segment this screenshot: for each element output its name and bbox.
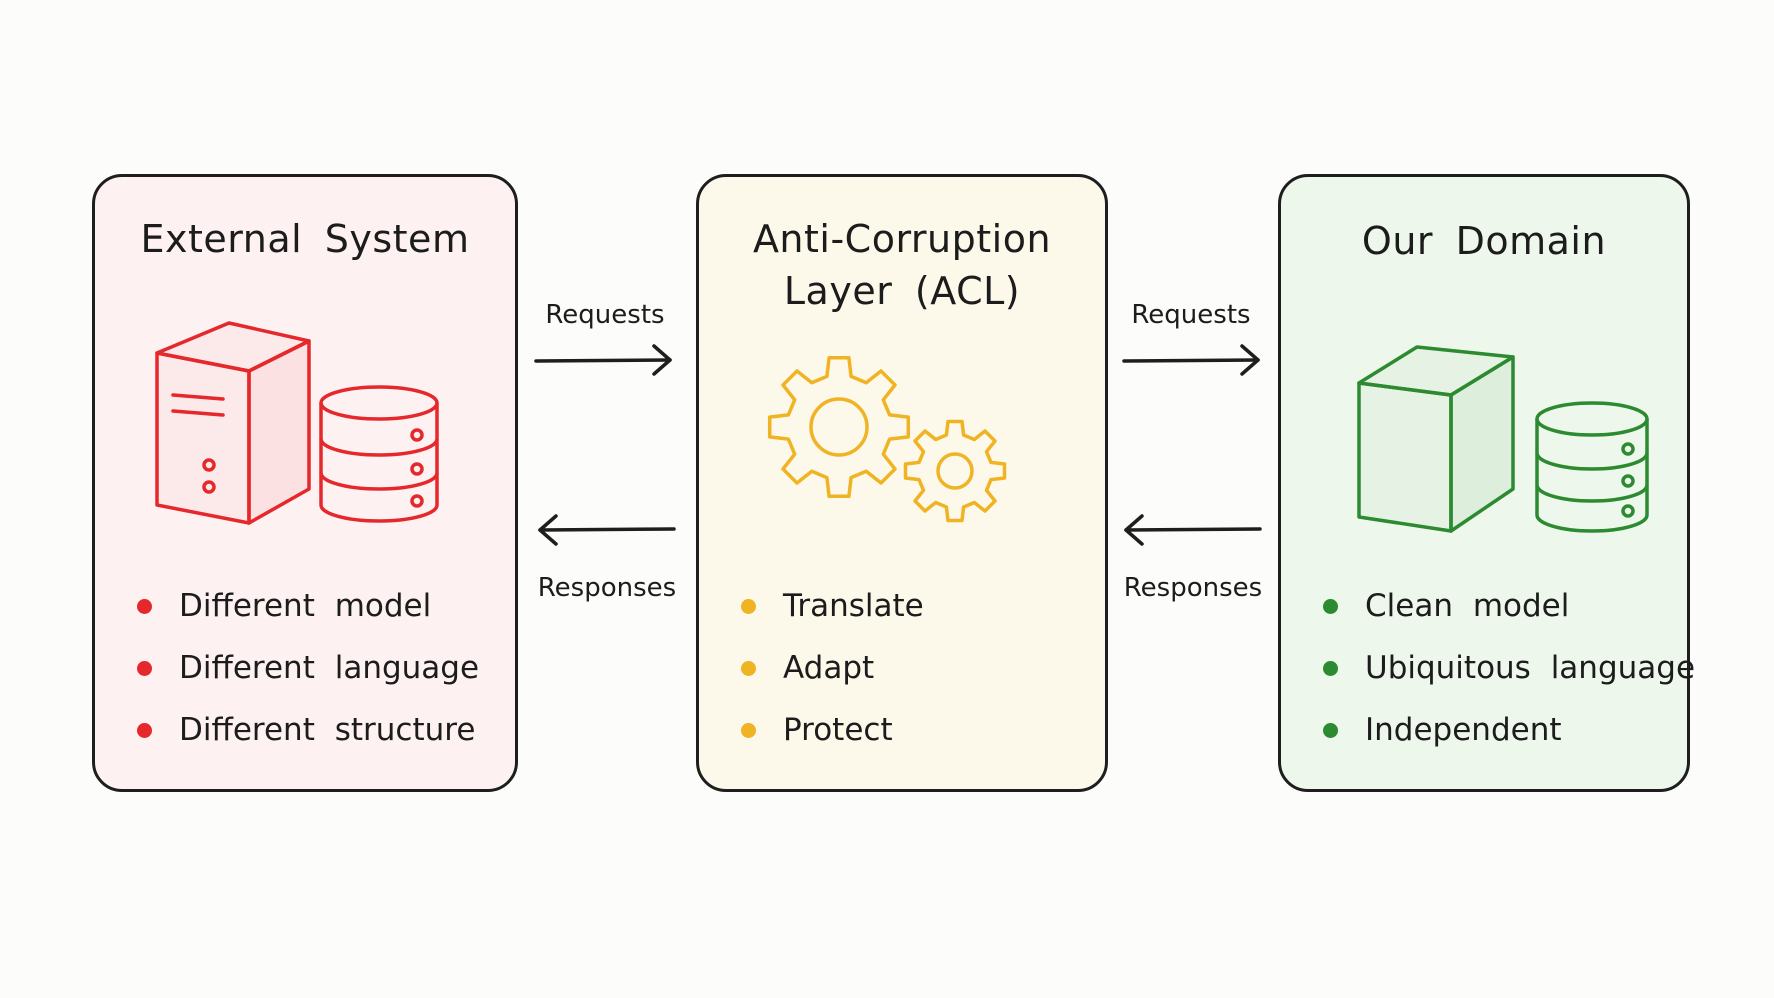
arrow-left-icon <box>1124 514 1262 546</box>
list-item: Protect <box>737 699 924 761</box>
list-item-label: Ubiquitous language <box>1365 650 1696 686</box>
requests-label-right: Requests <box>1131 300 1251 330</box>
bullet-dot <box>741 661 756 676</box>
our-domain-list: Clean model Ubiquitous language Independ… <box>1319 575 1695 761</box>
external-system-panel: External System Different model Differen… <box>92 174 518 792</box>
responses-label-left: Responses <box>537 573 677 603</box>
bullet-dot <box>1323 661 1338 676</box>
acl-title-line2: Layer (ACL) <box>783 269 1021 313</box>
list-item: Clean model <box>1319 575 1695 637</box>
bullet-dot <box>137 599 152 614</box>
acl-panel: Anti-Corruption Layer (ACL) Translate Ad… <box>696 174 1108 792</box>
responses-label-right: Responses <box>1123 573 1263 603</box>
external-system-list: Different model Different language Diffe… <box>133 575 479 761</box>
external-system-title: External System <box>140 217 470 261</box>
arrow-right-icon <box>1122 344 1260 376</box>
list-item-label: Clean model <box>1365 588 1570 624</box>
list-item-label: Different language <box>179 650 480 686</box>
acl-list: Translate Adapt Protect <box>737 575 924 761</box>
list-item: Different language <box>133 637 479 699</box>
list-item-label: Different structure <box>179 712 476 748</box>
list-item: Ubiquitous language <box>1319 637 1695 699</box>
list-item-label: Translate <box>783 588 924 624</box>
list-item-label: Adapt <box>783 650 875 686</box>
our-domain-title: Our Domain <box>1361 219 1607 263</box>
list-item-label: Independent <box>1365 712 1562 748</box>
bullet-dot <box>741 723 756 738</box>
arrow-left-icon <box>538 514 676 546</box>
list-item-label: Different model <box>179 588 432 624</box>
list-item: Adapt <box>737 637 924 699</box>
list-item: Different model <box>133 575 479 637</box>
bullet-dot <box>137 661 152 676</box>
server-icon <box>155 321 311 525</box>
acl-title-line1: Anti-Corruption <box>752 217 1052 261</box>
our-domain-panel: Our Domain Clean model Ubiquitous langua… <box>1278 174 1695 792</box>
list-item: Different structure <box>133 699 479 761</box>
list-item: Translate <box>737 575 924 637</box>
bullet-dot <box>1323 599 1338 614</box>
cube-icon <box>1357 345 1515 533</box>
list-item: Independent <box>1319 699 1695 761</box>
gears-icon <box>767 355 1007 523</box>
requests-label-left: Requests <box>545 300 665 330</box>
arrow-right-icon <box>534 344 672 376</box>
bullet-dot <box>741 599 756 614</box>
database-icon <box>319 385 439 523</box>
bullet-dot <box>137 723 152 738</box>
database-icon <box>1535 401 1649 533</box>
list-item-label: Protect <box>783 712 893 748</box>
bullet-dot <box>1323 723 1338 738</box>
